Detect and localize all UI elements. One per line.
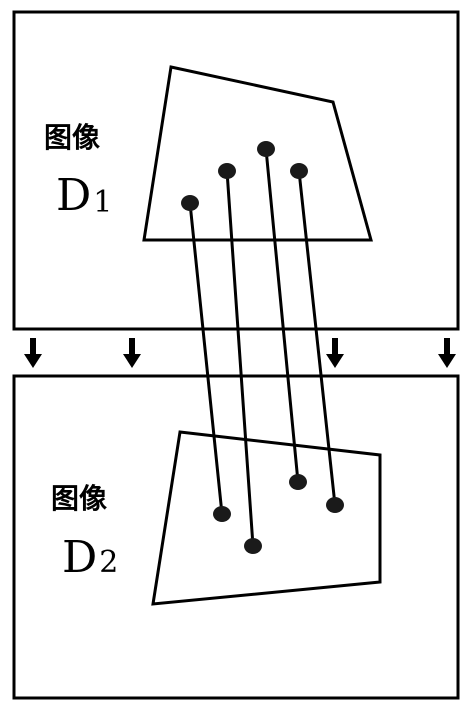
panel-image-d1: 图像 D1	[12, 10, 460, 331]
correspondence-line	[264, 147, 300, 484]
image-d1-quadrilateral	[142, 65, 373, 242]
down-arrow-icon	[326, 338, 344, 368]
feature-point	[218, 163, 236, 179]
feature-points-d1	[181, 141, 308, 211]
feature-point	[326, 497, 344, 513]
correspondence-line	[225, 169, 255, 548]
panel-image-d2-subscript: 2	[99, 545, 118, 580]
correspondence-lines	[188, 147, 337, 548]
panel-image-d2-letter: D	[62, 532, 97, 583]
panel-image-d2-label: D2	[62, 532, 118, 583]
panel-image-d2-frame	[12, 374, 460, 700]
transfer-arrows	[24, 338, 456, 368]
feature-point	[290, 163, 308, 179]
panel-image-d1-letter: D	[56, 170, 91, 221]
down-arrow-icon	[24, 338, 42, 368]
feature-point	[257, 141, 275, 157]
panel-image-d2: 图像 D2	[12, 374, 460, 700]
panel-image-d1-frame	[12, 10, 460, 331]
feature-point	[244, 538, 262, 554]
down-arrow-icon	[438, 338, 456, 368]
panel-image-d1-label: D1	[56, 170, 112, 221]
image-d2-quadrilateral	[151, 430, 382, 606]
panel-image-d1-subscript: 1	[93, 185, 112, 220]
feature-point	[289, 474, 307, 490]
correspondence-line	[188, 201, 224, 516]
correspondence-line	[297, 169, 337, 507]
panel-image-d2-caption: 图像	[51, 482, 108, 515]
feature-points-d2	[213, 474, 344, 554]
panel-image-d1-caption: 图像	[44, 121, 101, 154]
feature-point	[213, 506, 231, 522]
down-arrow-icon	[123, 338, 141, 368]
feature-point	[181, 195, 199, 211]
